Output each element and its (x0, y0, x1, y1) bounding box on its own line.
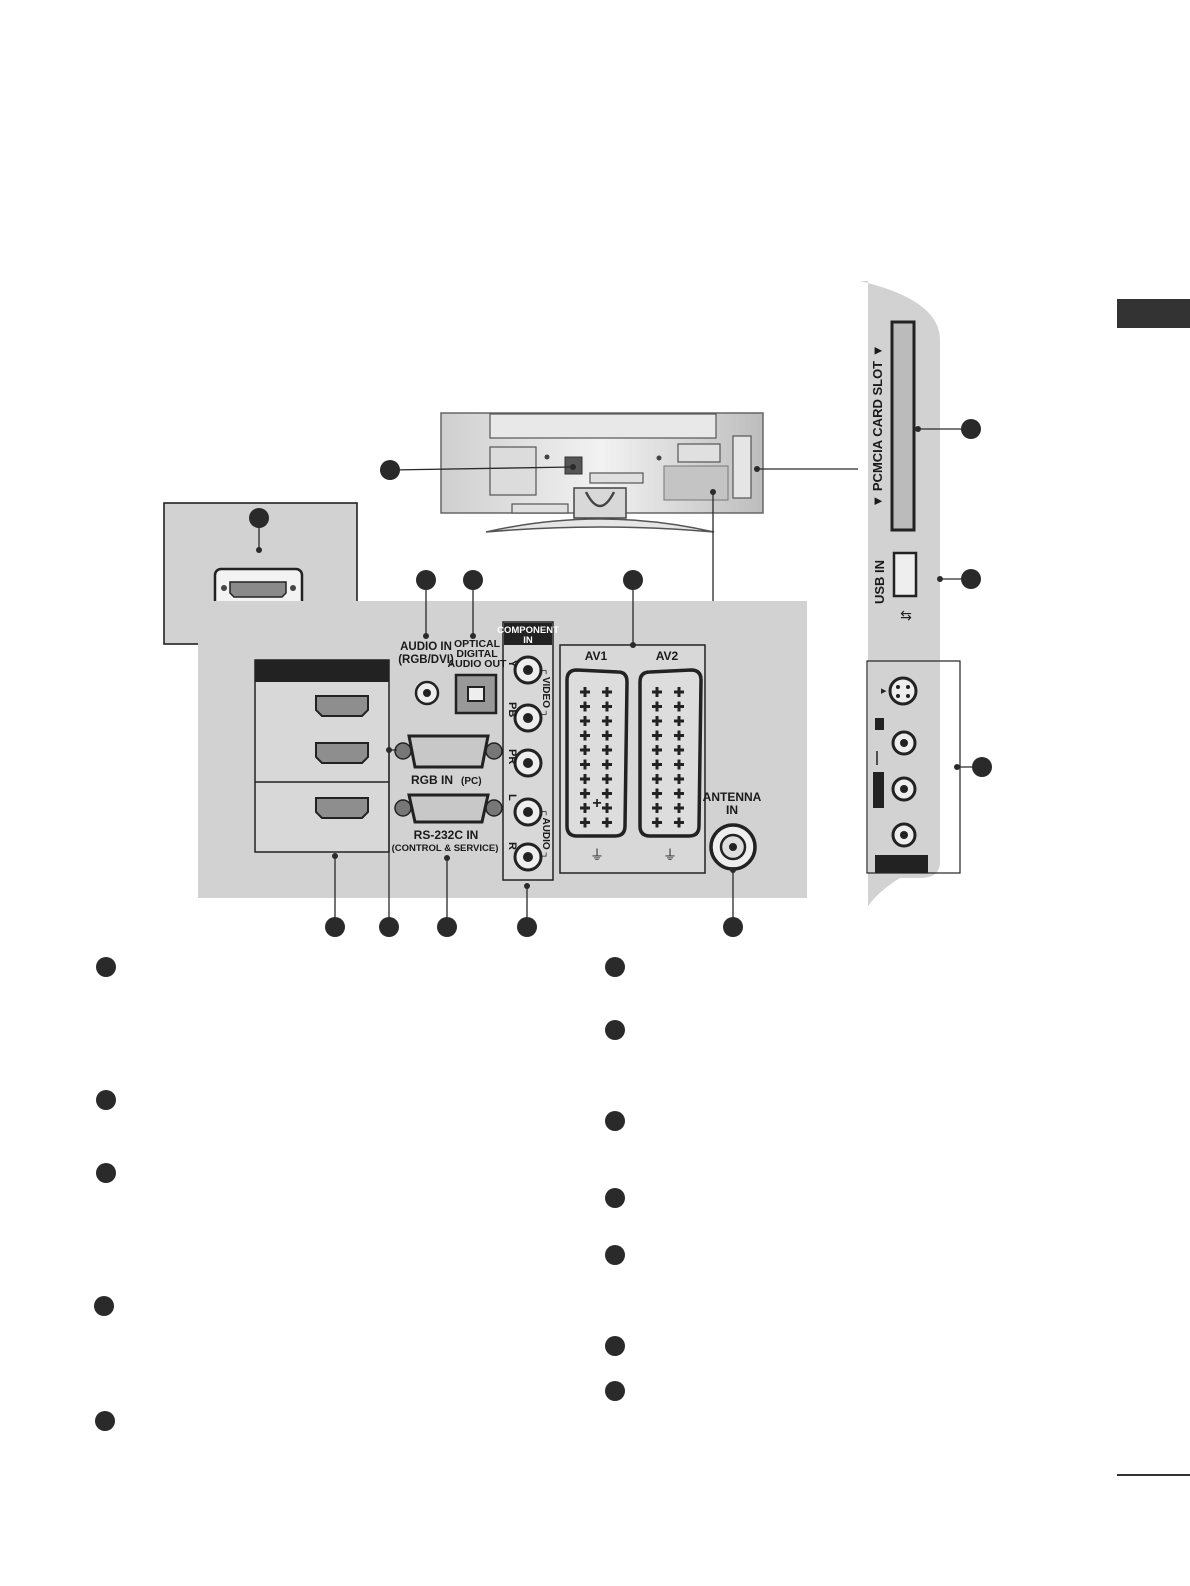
side-panel (860, 281, 961, 906)
callout-marker (379, 917, 399, 937)
page-footer-rule (1117, 1474, 1190, 1476)
label-component-2: IN (523, 635, 533, 646)
callout-marker (961, 419, 981, 439)
rgb-in-port (394, 734, 503, 769)
hdmi-port-3 (315, 797, 369, 819)
scart-av1: + (565, 668, 629, 838)
label-pcmcia: ▼ PCMCIA CARD SLOT ▼ (870, 344, 885, 507)
label-comp-y: Y (506, 660, 518, 668)
section-tab (1117, 299, 1190, 328)
callout-marker (416, 570, 436, 590)
label-comp-r: R (506, 842, 518, 850)
usb-icon: ⇆ (900, 607, 912, 623)
description-bullets (94, 957, 625, 1431)
tv-rear-view (440, 412, 764, 533)
description-bullet (605, 957, 625, 977)
description-bullet (96, 957, 116, 977)
svg-text:+: + (592, 795, 601, 812)
callout-marker (463, 570, 483, 590)
port-labels: AUDIO IN (RGB/DVI) OPTICAL DIGITAL AUDIO… (392, 344, 913, 859)
svideo-port (888, 676, 918, 706)
description-bullet (605, 1111, 625, 1131)
usb-port (892, 551, 918, 598)
callout-marker (437, 917, 457, 937)
callout-marker (961, 569, 981, 589)
callout-marker (972, 757, 992, 777)
rear-connector-panel: + ⏚ ⏚ (198, 601, 807, 898)
hdmi-port-1 (315, 695, 369, 717)
side-av-jacks (891, 730, 917, 848)
label-comp-audio: ┌ AUDIO ┐ (540, 808, 551, 860)
callout-marker (325, 917, 345, 937)
description-bullet (96, 1163, 116, 1183)
callout-marker (623, 570, 643, 590)
antenna-in-port (709, 823, 757, 871)
description-bullet (605, 1245, 625, 1265)
svideo-arrow-icon: ▸ (881, 685, 887, 697)
label-comp-l: L (506, 794, 518, 801)
label-rs232-1: RS-232C IN (414, 828, 479, 842)
callout-marker (249, 508, 269, 528)
label-optical-2: DIGITAL (456, 648, 498, 660)
label-usb-in: USB IN (872, 560, 887, 604)
description-bullet (605, 1381, 625, 1401)
label-comp-video: ┌ VIDEO ┐ (540, 667, 551, 718)
description-bullet (94, 1296, 114, 1316)
callout-markers (249, 419, 992, 937)
label-optical-3: AUDIO OUT (448, 658, 508, 670)
callout-marker (723, 917, 743, 937)
callout-marker (380, 460, 400, 480)
svg-text:⏚: ⏚ (590, 847, 604, 863)
svg-text:⏚: ⏚ (663, 847, 677, 863)
label-rgb-in-pc: (PC) (461, 776, 482, 787)
hdmi-port-2 (315, 742, 369, 764)
label-optical-1: OPTICAL (454, 638, 501, 650)
rs232c-port (394, 793, 503, 824)
leader-dots (256, 426, 960, 889)
label-comp-pb: PB (506, 702, 518, 717)
pcmcia-slot (890, 320, 916, 532)
callout-marker (517, 917, 537, 937)
label-antenna-1: ANTENNA (703, 790, 762, 804)
description-bullet (96, 1090, 116, 1110)
description-bullet (605, 1336, 625, 1356)
label-audio-in: AUDIO IN (400, 641, 452, 653)
description-bullet (95, 1411, 115, 1431)
label-av2: AV2 (656, 649, 679, 663)
component-jacks (513, 655, 543, 872)
label-comp-pr: PR (506, 749, 518, 764)
description-bullet (605, 1188, 625, 1208)
label-rs232-2: (CONTROL & SERVICE) (392, 843, 499, 854)
label-rgb-in: RGB IN (411, 773, 453, 787)
scart-av2 (638, 668, 703, 838)
description-bullet (605, 1020, 625, 1040)
label-audio-in-sub: (RGB/DVI) (398, 654, 454, 666)
label-antenna-2: IN (726, 803, 738, 817)
label-av1: AV1 (585, 649, 608, 663)
label-component-1: COMPONENT (497, 625, 559, 636)
